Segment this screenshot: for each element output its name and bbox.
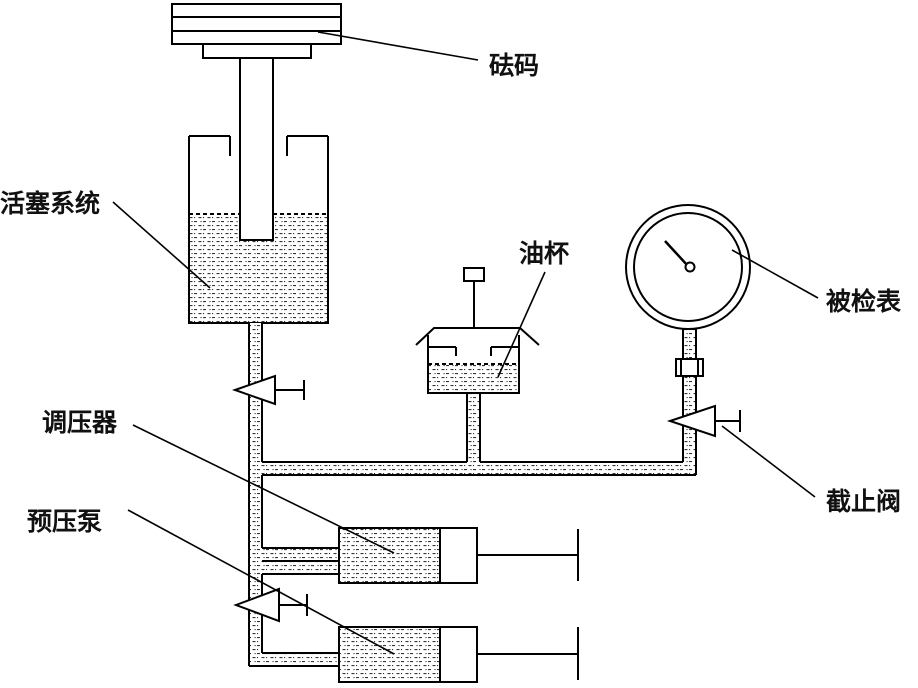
leader-weights [317, 31, 479, 61]
label-piston-system: 活塞系统 [0, 189, 101, 218]
label-weights: 砝码 [489, 51, 540, 80]
label-oil-cup: 油杯 [519, 239, 570, 268]
label-gauge-under-test: 被检表 [826, 287, 902, 316]
gauge [625, 204, 751, 377]
leader-pump [127, 509, 395, 655]
stop-valve [666, 404, 741, 438]
prepressure-pump [338, 626, 579, 683]
label-stop-valve: 截止阀 [826, 487, 902, 516]
pipe-network [248, 323, 697, 667]
leader-gauge [731, 249, 819, 299]
leader-oil-cup [497, 271, 546, 378]
leader-lines [112, 31, 819, 655]
oil-cup [415, 267, 540, 394]
valve-bottom [233, 587, 308, 623]
label-prepressure-pump: 预压泵 [27, 507, 103, 536]
pressure-regulator [338, 527, 579, 584]
leader-regulator [132, 424, 395, 554]
leader-piston [112, 201, 211, 289]
leader-stop-valve [721, 425, 816, 498]
valve-top [231, 374, 305, 406]
label-pressure-regulator: 调压器 [42, 408, 118, 437]
weights-stack [171, 3, 342, 59]
